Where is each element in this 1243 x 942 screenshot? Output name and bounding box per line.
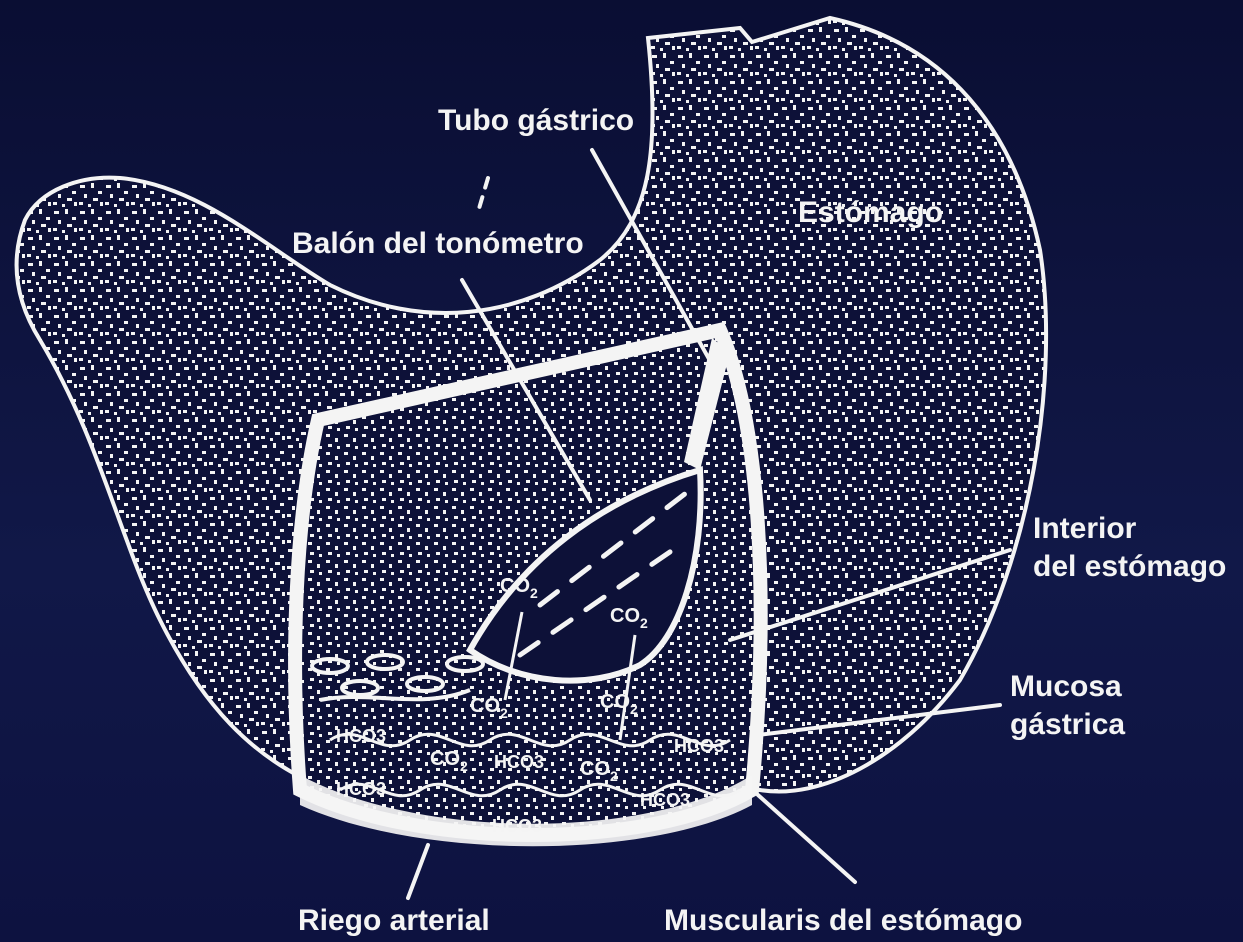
hco3-label-3: HCO3	[674, 736, 724, 756]
hco3-label-4: HCO3	[336, 779, 386, 799]
label-balon-tonometro: Balón del tonómetro	[292, 227, 584, 260]
label-riego-arterial: Riego arterial	[298, 904, 490, 937]
label-tubo-gastrico: Tubo gástrico	[438, 104, 634, 137]
label-estomago: Estómago	[798, 196, 943, 229]
hco3-label-6: HCO3	[492, 816, 542, 836]
hco3-label-2: HCO3	[494, 752, 544, 772]
leader-riego	[408, 845, 428, 898]
leader-tubo-gastrico-dash	[478, 178, 488, 212]
label-muscularis: Muscularis del estómago	[664, 904, 1022, 937]
label-interior-line2: del estómago	[1033, 550, 1226, 583]
label-mucosa-line2: gástrica	[1010, 708, 1125, 741]
hco3-label-5: HCO3	[640, 790, 690, 810]
label-interior-line1: Interior	[1033, 512, 1137, 545]
leader-muscularis	[758, 795, 855, 882]
hco3-label-1: HCO3	[336, 726, 386, 746]
label-mucosa-line1: Mucosa	[1010, 670, 1122, 703]
